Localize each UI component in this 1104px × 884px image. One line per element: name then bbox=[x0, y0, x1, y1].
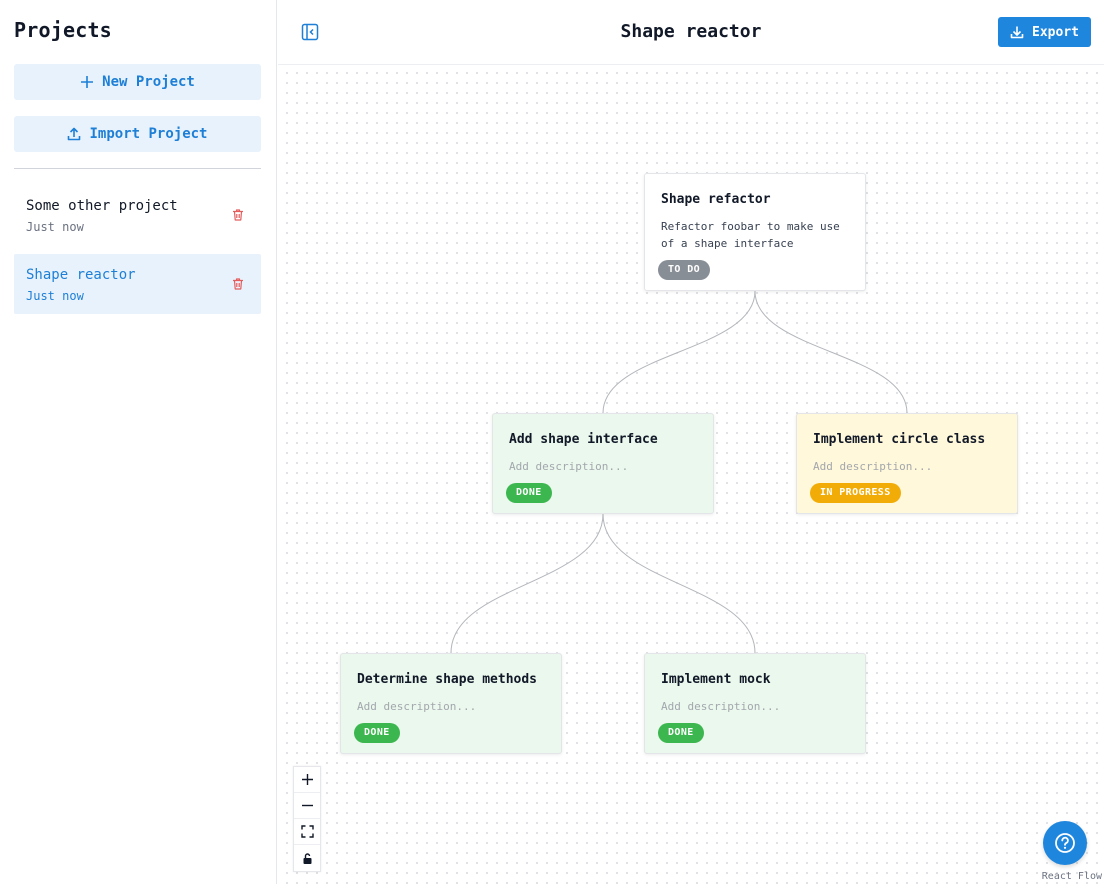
fit-view-button[interactable] bbox=[294, 819, 320, 845]
new-project-label: New Project bbox=[102, 74, 195, 90]
node-title: Implement mock bbox=[661, 672, 771, 687]
flow-node[interactable]: Implement circle class Add description..… bbox=[796, 413, 1018, 514]
status-badge[interactable]: DONE bbox=[354, 723, 400, 743]
export-label: Export bbox=[1032, 24, 1079, 40]
sidebar-collapse-icon[interactable] bbox=[301, 23, 319, 41]
lock-icon bbox=[303, 852, 311, 864]
export-button[interactable]: Export bbox=[998, 17, 1091, 47]
import-project-button[interactable]: Import Project bbox=[14, 116, 261, 152]
fit-view-icon bbox=[300, 825, 314, 838]
lock-button[interactable] bbox=[294, 845, 320, 871]
flow-node[interactable]: Determine shape methods Add description.… bbox=[340, 653, 562, 754]
flow-node[interactable]: Add shape interface Add description... D… bbox=[492, 413, 714, 514]
react-flow-attribution[interactable]: React Flow bbox=[1041, 871, 1102, 882]
zoom-in-button[interactable] bbox=[294, 767, 320, 793]
node-title: Implement circle class bbox=[813, 432, 986, 447]
sidebar: Projects New Project Import Project Some… bbox=[0, 0, 277, 884]
flow-controls bbox=[293, 766, 321, 872]
import-project-label: Import Project bbox=[89, 126, 208, 142]
upload-icon bbox=[68, 127, 81, 141]
node-description[interactable]: Refactor foobar to make use of a shape i… bbox=[661, 220, 840, 250]
status-badge[interactable]: DONE bbox=[506, 483, 552, 503]
node-title: Determine shape methods bbox=[357, 672, 538, 687]
node-title: Shape refactor bbox=[661, 192, 771, 207]
zoom-out-button[interactable] bbox=[294, 793, 320, 819]
header: Shape reactor Export bbox=[278, 0, 1104, 65]
new-project-button[interactable]: New Project bbox=[14, 64, 261, 100]
project-time: Just now bbox=[26, 289, 84, 303]
minus-icon bbox=[301, 804, 313, 807]
trash-icon[interactable] bbox=[231, 277, 245, 291]
node-description[interactable]: Add description... bbox=[813, 460, 933, 473]
download-icon bbox=[1010, 26, 1024, 39]
project-name: Some other project bbox=[26, 198, 178, 214]
plus-icon bbox=[301, 774, 313, 785]
plus-icon bbox=[81, 76, 94, 88]
status-badge[interactable]: IN PROGRESS bbox=[810, 483, 901, 503]
flow-node[interactable]: Shape refactor Refactor foobar to make u… bbox=[644, 173, 866, 291]
question-icon bbox=[1055, 833, 1075, 853]
node-description[interactable]: Add description... bbox=[357, 700, 477, 713]
project-name: Shape reactor bbox=[26, 267, 136, 283]
node-title: Add shape interface bbox=[509, 432, 658, 447]
node-description[interactable]: Add description... bbox=[661, 700, 781, 713]
sidebar-divider bbox=[14, 168, 261, 169]
project-item-active[interactable]: Shape reactor Just now bbox=[14, 254, 261, 314]
status-badge[interactable]: TO DO bbox=[658, 260, 711, 280]
trash-icon[interactable] bbox=[231, 208, 245, 222]
status-badge[interactable]: DONE bbox=[658, 723, 704, 743]
node-description[interactable]: Add description... bbox=[509, 460, 629, 473]
project-time: Just now bbox=[26, 220, 84, 234]
help-button[interactable] bbox=[1043, 821, 1087, 865]
project-item[interactable]: Some other project Just now bbox=[14, 185, 261, 245]
flow-node[interactable]: Implement mock Add description... DONE bbox=[644, 653, 866, 754]
sidebar-title: Projects bbox=[14, 18, 112, 42]
page-title: Shape reactor bbox=[620, 21, 762, 42]
